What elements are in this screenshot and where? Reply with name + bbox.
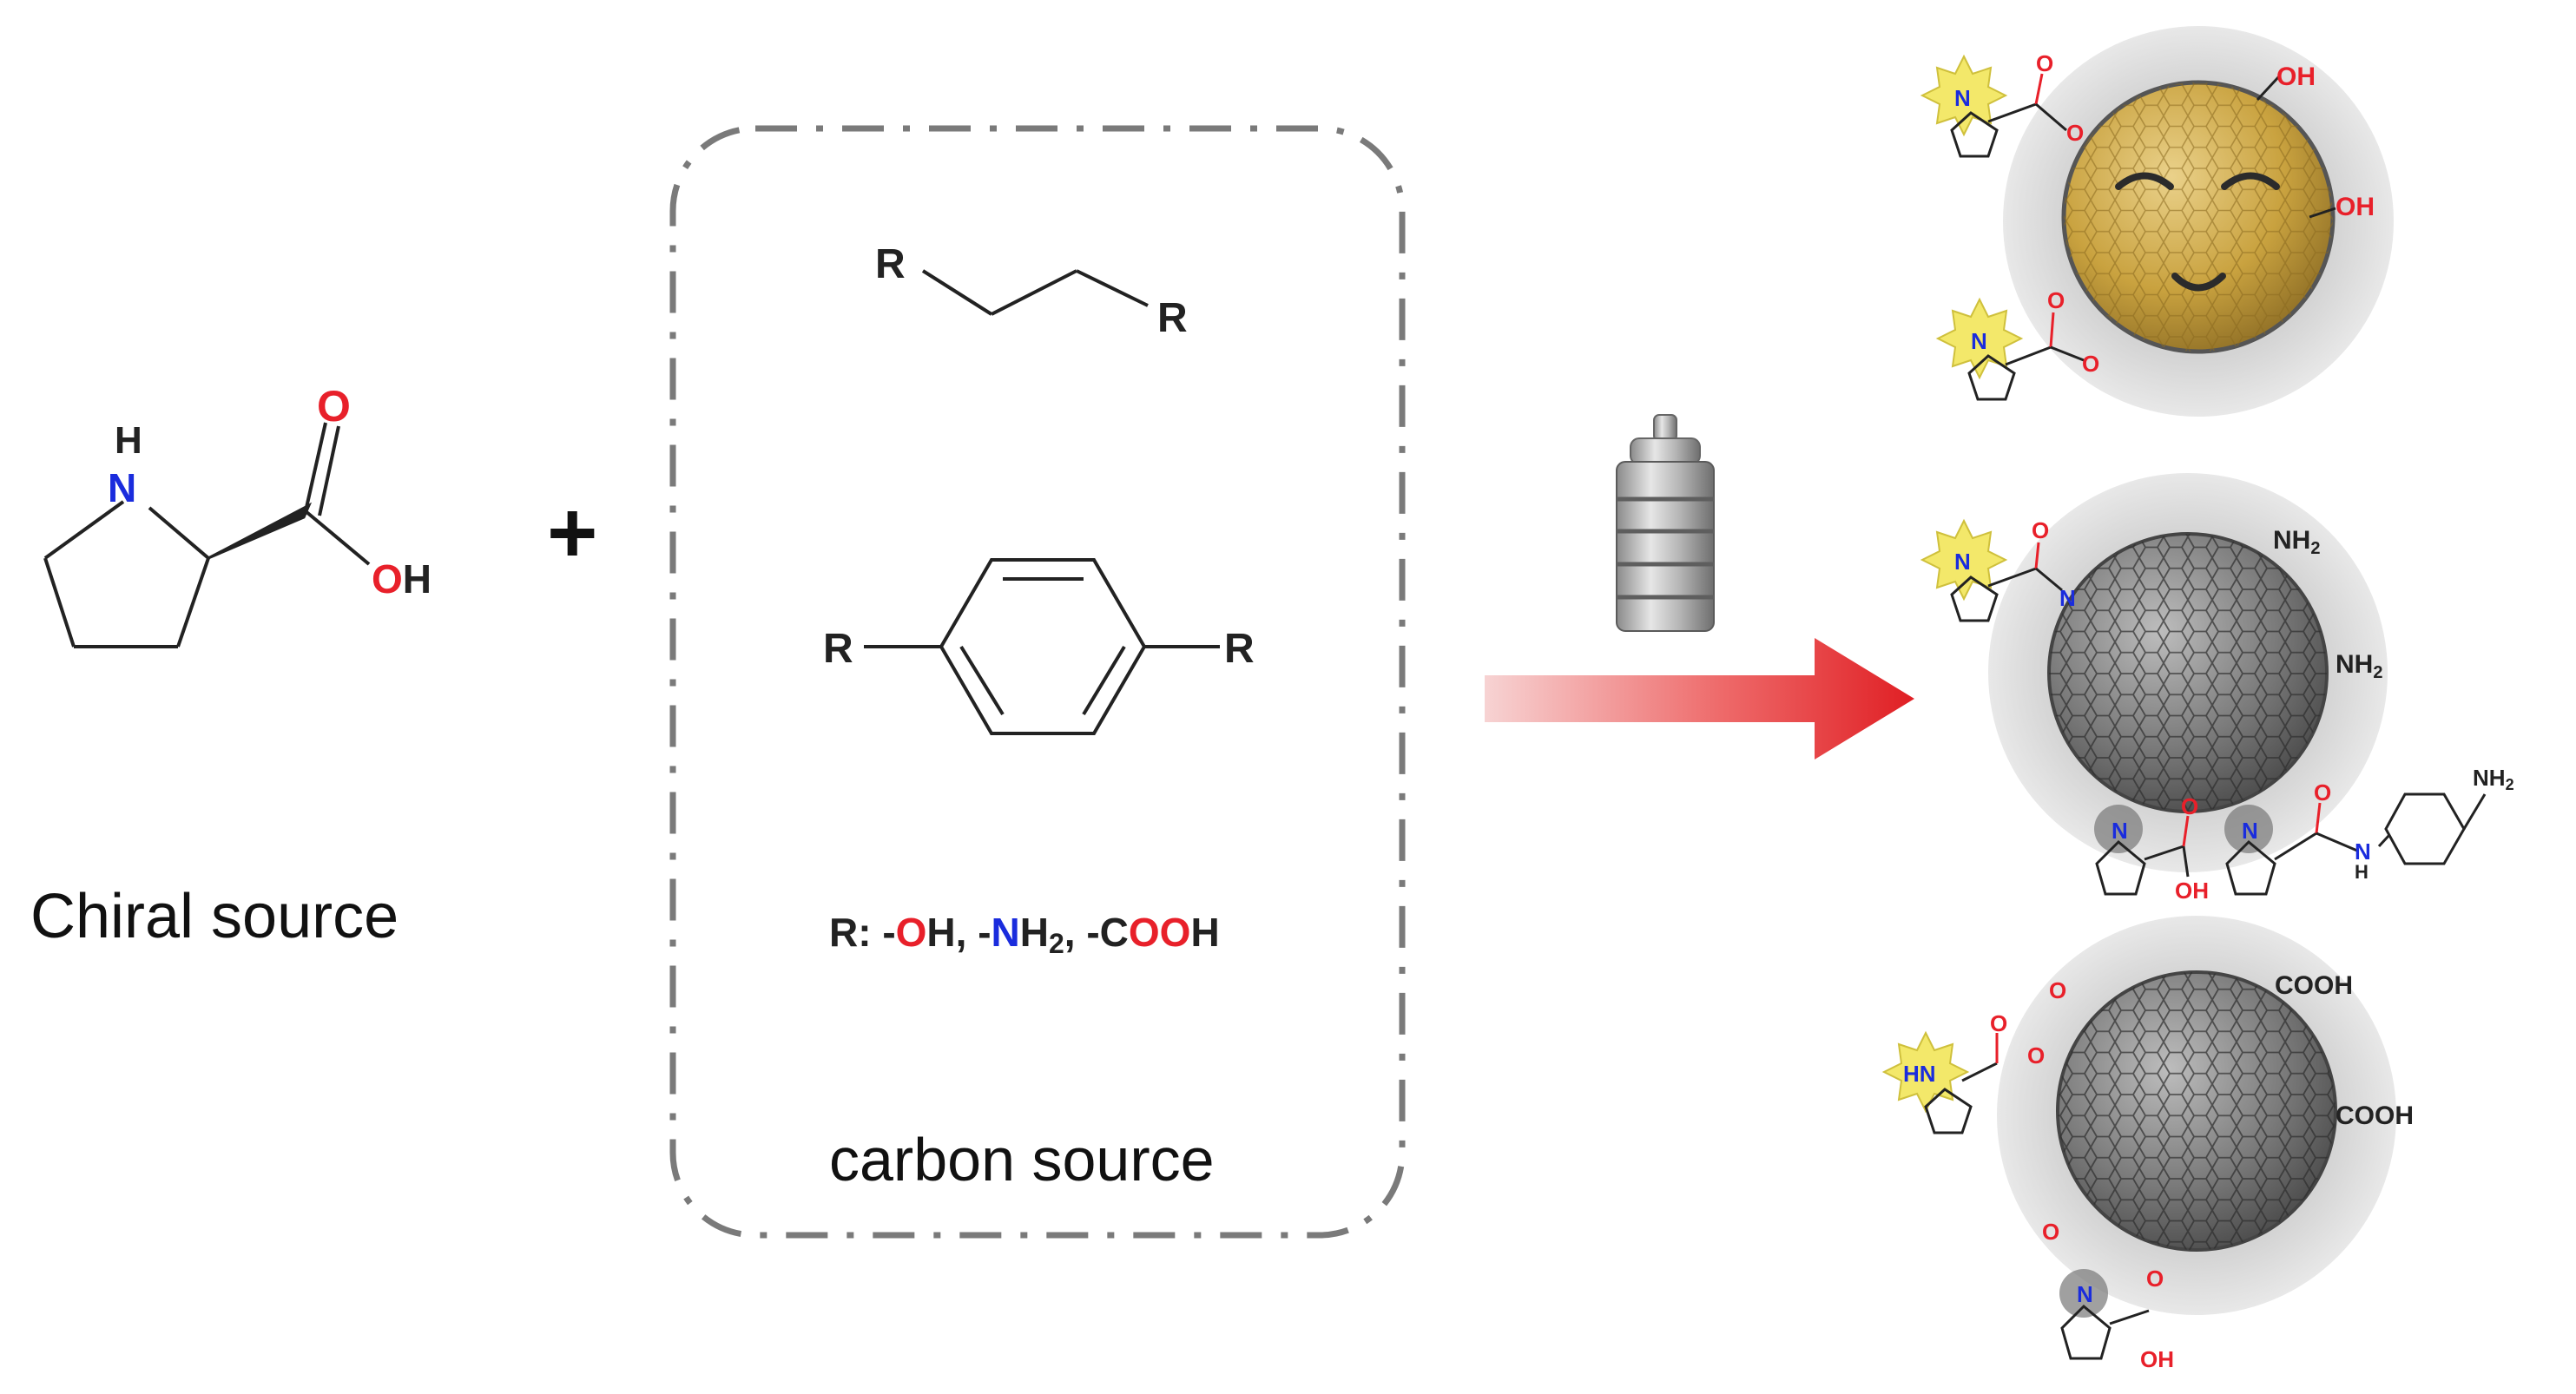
proline-oh-atom: OH xyxy=(372,556,432,602)
star-icon xyxy=(1920,54,2008,137)
svg-text:O: O xyxy=(2181,793,2198,819)
chiral-source-label: Chiral source xyxy=(30,882,399,951)
reaction-arrow xyxy=(1485,638,1914,759)
svg-text:COOH: COOH xyxy=(2336,1101,2414,1130)
product-cooh-carbon-dot: COOH COOH HN O O O O N O OH xyxy=(1881,916,2414,1372)
svg-text:O: O xyxy=(2032,517,2049,543)
carbon-source-box xyxy=(669,125,1406,1239)
carbon-source-label: carbon source xyxy=(829,1126,1215,1193)
heart-icon xyxy=(2094,805,2143,853)
heart-icon xyxy=(2224,805,2273,853)
svg-text:N: N xyxy=(1954,85,1971,111)
svg-text:NH2: NH2 xyxy=(2336,650,2382,682)
wedge-bond xyxy=(208,502,313,560)
svg-text:N: N xyxy=(2059,585,2076,611)
product-oh-carbon-dot: OH OH N O O N O O xyxy=(1920,26,2394,417)
svg-text:N: N xyxy=(1954,549,1971,575)
ethylene-linker xyxy=(921,269,1149,316)
svg-text:N: N xyxy=(2355,838,2371,865)
svg-text:O: O xyxy=(2036,50,2053,76)
svg-text:O: O xyxy=(2042,1219,2059,1245)
smile-mouth xyxy=(2171,273,2226,292)
svg-text:O: O xyxy=(2066,120,2084,146)
benzene-ring xyxy=(864,558,1220,735)
r-group-definition: R: -OH, -NH2, -COOH xyxy=(829,910,1220,959)
svg-text:COOH: COOH xyxy=(2275,971,2353,1000)
star-icon xyxy=(1920,518,2008,602)
svg-text:O: O xyxy=(2146,1266,2164,1292)
svg-text:N: N xyxy=(2077,1281,2093,1307)
svg-text:O: O xyxy=(2047,287,2065,313)
svg-text:O: O xyxy=(2027,1042,2045,1069)
r-group-label: R xyxy=(875,241,906,287)
svg-text:N: N xyxy=(2112,818,2128,844)
proline-n-atom: N xyxy=(108,465,136,510)
r-group-label: R xyxy=(1157,295,1188,341)
svg-text:H: H xyxy=(2355,861,2368,883)
svg-text:O: O xyxy=(2049,977,2066,1003)
svg-text:O: O xyxy=(2082,351,2099,377)
r-group-label: R xyxy=(823,626,853,672)
proline-structure xyxy=(43,422,371,648)
svg-text:O: O xyxy=(1990,1010,2007,1036)
autoclave-icon xyxy=(1616,414,1715,632)
svg-text:OH: OH xyxy=(2175,878,2209,904)
svg-text:NH2: NH2 xyxy=(2273,526,2320,558)
heart-icon xyxy=(2059,1269,2108,1318)
svg-text:HN: HN xyxy=(1903,1061,1936,1087)
svg-text:N: N xyxy=(2242,818,2258,844)
svg-text:NH2: NH2 xyxy=(2473,765,2514,793)
svg-text:OH: OH xyxy=(2140,1346,2174,1372)
plus-sign: + xyxy=(547,484,597,582)
r-group-label: R xyxy=(1224,626,1255,672)
svg-text:OH: OH xyxy=(2336,193,2375,221)
star-icon xyxy=(1935,297,2024,380)
smile-eye xyxy=(2115,172,2174,190)
smile-eye xyxy=(2221,172,2280,190)
proline-h-atom: H xyxy=(115,419,142,462)
proline-o-atom: O xyxy=(317,382,351,431)
svg-text:N: N xyxy=(1971,328,1987,354)
svg-text:OH: OH xyxy=(2276,62,2316,91)
phenyl-ring xyxy=(2384,792,2466,865)
svg-text:O: O xyxy=(2314,779,2331,805)
product-nh2-carbon-dot: NH2 NH2 N O N N O OH N O N H NH2 xyxy=(1920,473,2514,904)
